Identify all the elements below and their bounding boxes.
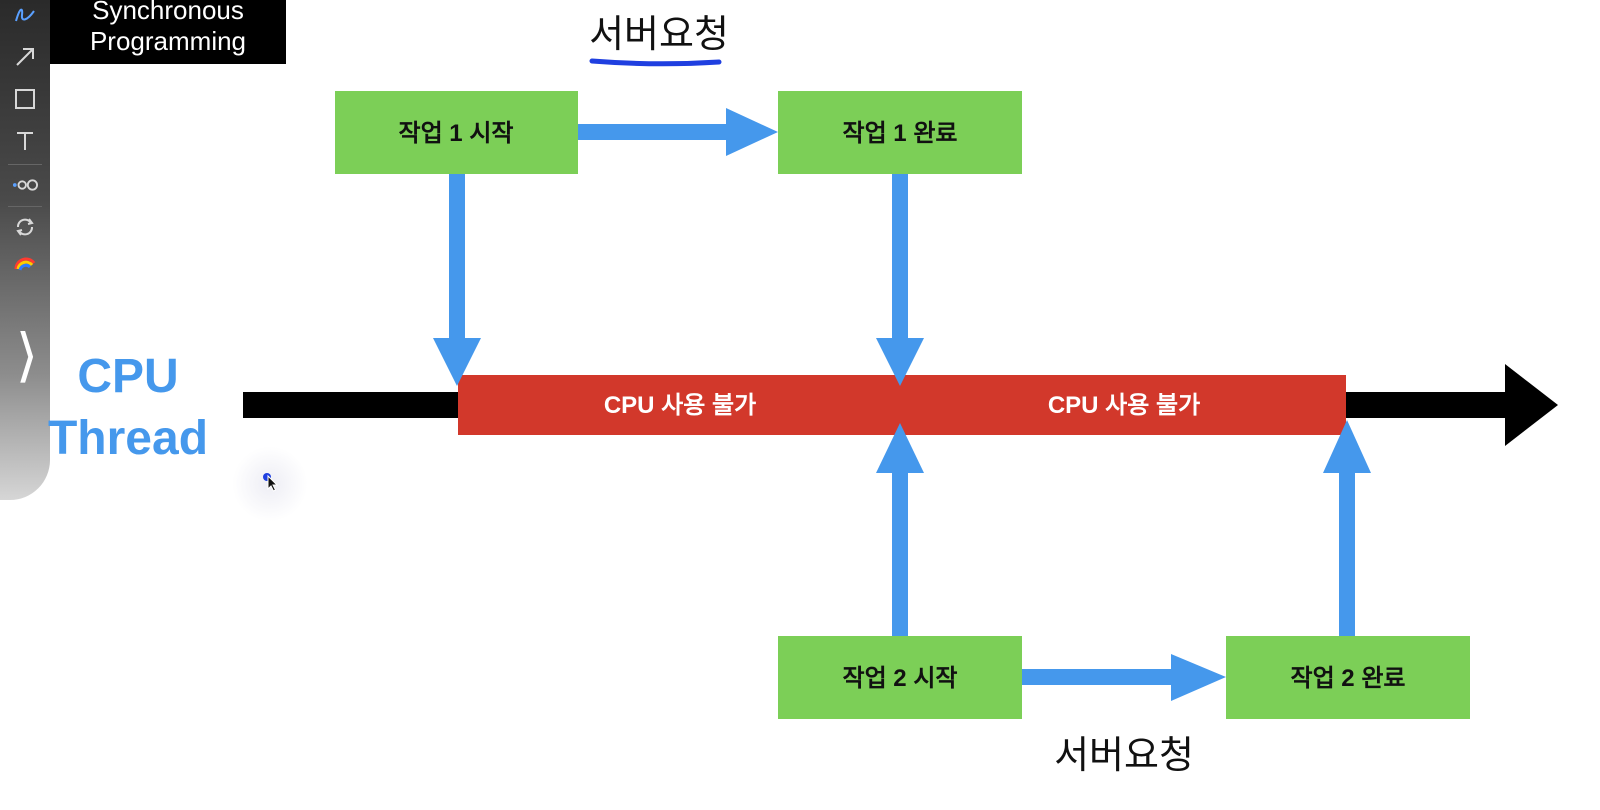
arrow-tool-icon[interactable] [12,44,38,70]
server-request-bottom-label: 서버요청 [1054,733,1194,777]
arrow-down-shaft-1 [449,173,465,341]
mouse-cursor-icon [263,473,278,492]
rotate-icon[interactable] [12,214,38,240]
arrow-shaft-task1 [578,124,730,140]
arrow-up-shaft-2 [1339,470,1355,638]
task1-start-label: 작업 1 시작 [398,120,513,147]
arrow-head-task2 [1171,654,1226,701]
server-request-underline [589,58,722,67]
task2-start-label: 작업 2 시작 [842,665,957,692]
toolbar-divider [8,206,42,207]
task1-done-box [778,91,1022,174]
color-picker-icon[interactable] [12,250,38,276]
arrow-up-head-2 [1323,420,1371,473]
arrow-up-shaft-1 [892,470,908,638]
server-request-top-label: 서버요청 [589,12,729,56]
slide-title: Synchronous Programming [50,0,286,64]
rectangle-tool-icon[interactable] [12,86,38,112]
cpu-label-line-1: CPU [77,350,179,403]
arrow-down-shaft-2 [892,173,908,341]
task2-start-box [778,636,1022,719]
annotation-toolbar: ⟩ [0,0,50,500]
cpu-label-line-2: Thread [47,412,209,465]
title-line-2: Programming [89,26,247,56]
arrow-up-head-1 [876,423,924,473]
task2-done-box [1226,636,1470,719]
task1-start-box [335,91,578,174]
arrow-shaft-task2 [1022,669,1174,685]
toolbar-divider [8,164,42,165]
text-tool-icon[interactable] [12,128,38,154]
arrow-down-head-1 [433,338,481,386]
cpu-blocked-label-2: CPU 사용 불가 [1048,392,1200,419]
title-line-1: Synchronous [92,0,244,25]
cpu-blocked-label-1: CPU 사용 불가 [604,392,756,419]
timeline-arrowhead [1505,364,1558,446]
cpu-thread-label: CPU Thread [38,346,218,470]
task2-done-label: 작업 2 완료 [1290,665,1405,692]
arrow-down-head-2 [876,338,924,386]
expand-toolbar-chevron-icon[interactable]: ⟩ [15,321,39,389]
task1-done-label: 작업 1 완료 [842,120,957,147]
pen-icon[interactable] [12,2,38,28]
cpu-blocked-bar [458,375,1346,435]
connector-tool-icon[interactable] [12,172,38,198]
arrow-head-task1 [726,108,778,156]
